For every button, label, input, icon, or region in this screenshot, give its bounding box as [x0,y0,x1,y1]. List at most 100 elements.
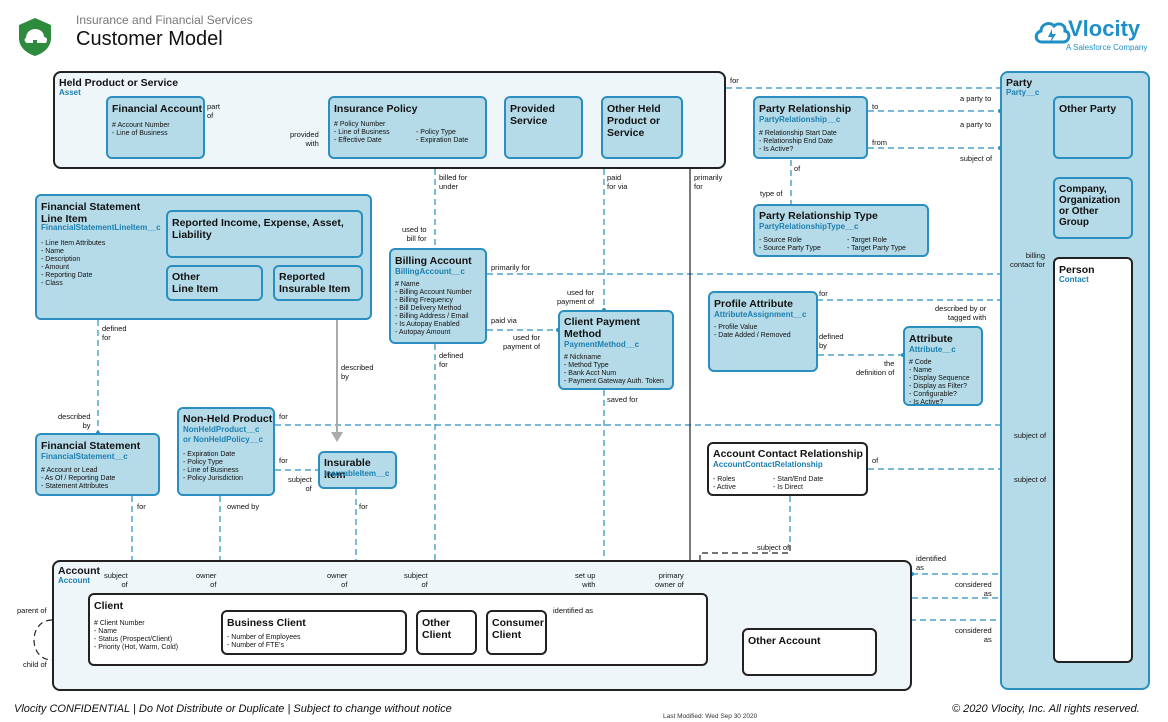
entity-party-relationship[interactable]: Party Relationship PartyRelationship__c … [753,96,868,159]
entity-reported-income[interactable]: Reported Income, Expense, Asset, Liabili… [166,210,363,258]
entity-attributes: # Policy Number - Line of Business - Eff… [334,121,390,144]
entity-title: Account [58,565,100,577]
entity-title: Billing Account [395,255,472,267]
entity-profile-attribute[interactable]: Profile Attribute AttributeAssignment__c… [708,291,818,372]
rel-label: identified as [916,554,947,572]
rel-label: of [794,164,801,173]
entity-title: Held Product or Service [59,77,179,89]
entity-attributes: # Account Number - Line of Business [112,122,170,137]
entity-api-name: Asset [59,88,81,97]
rel-label: for [730,76,739,85]
entity-attribute[interactable]: Attribute Attribute__c # Code - Name - D… [903,326,983,406]
entity-title: Party Relationship [759,103,852,115]
entity-attributes: - Source Role - Source Party Type [759,237,821,252]
rel-label: primarily for [694,173,723,191]
rel-label: the definition of [856,359,895,377]
entity-client-payment[interactable]: Client Payment Method PaymentMethod__c #… [558,310,674,390]
entity-api-name: InsurableItem__c [324,469,390,478]
rel-label: owned by [227,502,260,511]
entity-insurance-policy[interactable]: Insurance Policy # Policy Number - Line … [328,96,487,159]
entity-reported-insurable[interactable]: Reported Insurable Item [273,265,363,301]
entity-title: Other Client [422,617,452,641]
entity-api-name: Attribute__c [909,345,956,354]
rel-label: primary owner of [655,571,684,589]
rel-label: child of [23,660,47,669]
rel-label: a party to [960,94,992,103]
entity-financial-account[interactable]: Financial Account # Account Number - Lin… [106,96,205,159]
rel-label: identified as [553,606,594,615]
entity-insurable-item[interactable]: Insurable Item InsurableItem__c [318,451,397,489]
entity-business-client[interactable]: Business Client - Number of Employees - … [221,610,407,655]
cloud-icon [1034,22,1071,44]
rel-label: subject of [288,475,312,493]
entity-person[interactable]: Person Contact [1053,257,1133,663]
rel-label: subject of [104,571,128,589]
brand-name: Vlocity [1068,16,1141,41]
entity-title: Other Held Product or Service [607,103,661,139]
entity-other-party[interactable]: Other Party [1053,96,1133,159]
entity-title: Account Contact Relationship [713,448,863,460]
rel-label: primarily for [491,263,531,272]
entity-api-name: AccountContactRelationship [713,460,823,469]
rel-label: a party to [960,120,992,129]
entity-api-name: PaymentMethod__c [564,340,640,349]
entity-attributes: - Target Role - Target Party Type [847,237,906,252]
app-logo-icon [14,16,56,58]
entity-attributes: # Account or Lead - As Of / Reporting Da… [41,467,116,490]
entity-other-account[interactable]: Other Account [742,628,877,676]
rel-label: defined for [439,351,464,369]
entity-title: Insurance Policy [334,103,418,115]
entity-api-name: FinancialStatementLineItem__c [41,223,161,232]
entity-title: Person [1059,264,1095,276]
entity-attributes: # Client Number - Name - Status (Prospec… [94,620,179,651]
entity-other-held-product[interactable]: Other Held Product or Service [601,96,683,159]
brand-tagline: A Salesforce Company [1066,43,1148,52]
entity-title: Other Account [748,635,821,647]
entity-company[interactable]: Company, Organization or Other Group [1053,177,1133,239]
entity-title: Other Party [1059,103,1117,115]
entity-other-client[interactable]: Other Client [416,610,477,655]
entity-attributes: # Name - Billing Account Number - Billin… [395,281,472,336]
rel-label: used for payment of [557,288,595,306]
rel-label: defined by [819,332,844,350]
entity-attributes: # Code - Name - Display Sequence - Displ… [909,359,970,406]
entity-party-relationship-type[interactable]: Party Relationship Type PartyRelationshi… [753,204,929,257]
entity-attributes: - Number of Employees - Number of FTE's [227,634,301,649]
rel-label: subject of [960,154,993,163]
entity-attributes: - Expiration Date - Policy Type - Line o… [183,451,243,482]
rel-label: from [872,138,887,147]
entity-attributes: # Nickname - Method Type - Bank Acct Num… [564,354,664,385]
entity-api-name: NonHeldProduct__c or NonHeldPolicy__c [183,425,264,444]
entity-financial-statement[interactable]: Financial Statement FinancialStatement__… [35,433,160,496]
rel-label: described by [341,363,374,381]
rel-label: considered as [955,626,992,644]
entity-non-held-product[interactable]: Non-Held Product NonHeldProduct__c or No… [177,407,275,496]
rel-label: considered as [955,580,992,598]
footer-last-modified: Last Modified: Wed Sep 30 2020 [663,713,758,720]
entity-consumer-client[interactable]: Consumer Client [486,610,547,655]
line-parent-child [33,619,53,661]
rel-label: for [137,502,146,511]
entity-api-name: Account [58,576,90,585]
rel-label: owner of [196,571,217,589]
rel-label: saved for [607,395,638,404]
entity-attributes: - Policy Type - Expiration Date [416,129,469,144]
rel-label: subject of [1014,431,1047,440]
entity-api-name: AttributeAssignment__c [714,310,807,319]
rel-label: type of [760,189,783,198]
entity-other-line-item[interactable]: Other Line Item [166,265,263,301]
entity-api-name: Contact [1059,275,1089,284]
entity-provided-service[interactable]: Provided Service [504,96,583,159]
entity-attributes: - Roles - Active [713,476,736,491]
entity-attributes: - Profile Value - Date Added / Removed [714,324,791,339]
rel-label: provided with [290,130,319,148]
entity-title: Profile Attribute [714,298,793,310]
entity-title: Attribute [909,333,953,345]
entity-account-contact-rel[interactable]: Account Contact Relationship AccountCont… [707,442,868,496]
entity-billing-account[interactable]: Billing Account BillingAccount__c # Name… [389,248,487,344]
entity-title: Financial Statement [41,440,141,452]
header-subtitle: Insurance and Financial Services [76,13,253,27]
rel-label: billed for under [439,173,468,191]
footer-copyright: © 2020 Vlocity, Inc. All rights reserved… [952,703,1140,715]
entity-attributes: # Relationship Start Date - Relationship… [759,130,837,153]
